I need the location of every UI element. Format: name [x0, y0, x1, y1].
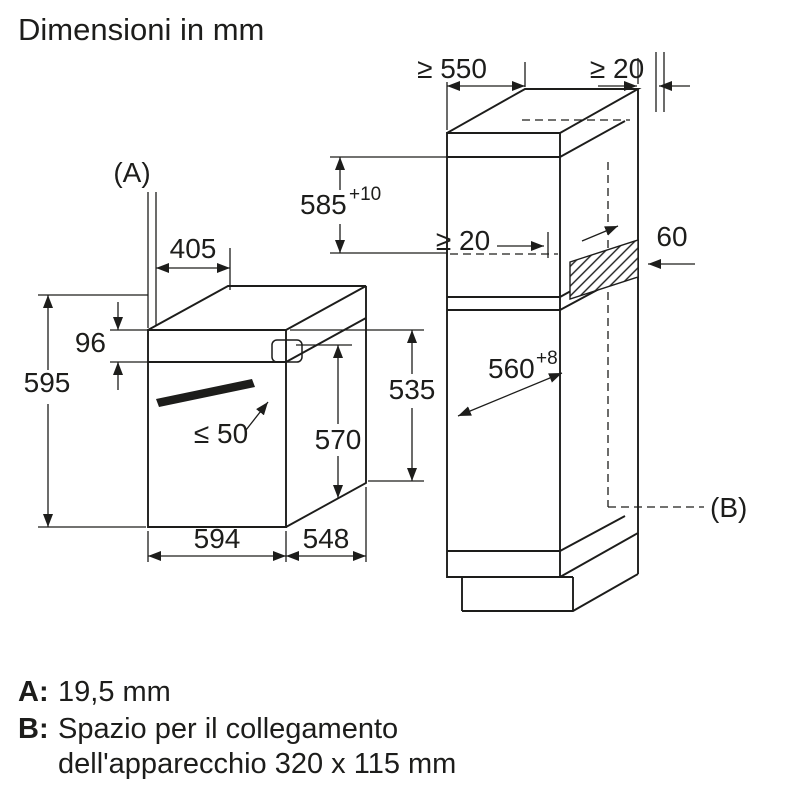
legend: A: 19,5 mm B: Spazio per il collegamento…	[18, 676, 456, 780]
page-title: Dimensioni in mm	[18, 12, 264, 47]
legend-a-value: 19,5 mm	[58, 676, 171, 708]
dim-panel-height: 96	[75, 327, 106, 358]
dim-cabinet-depth-min: ≥ 550	[417, 53, 487, 84]
dim-niche-height: 585	[300, 189, 347, 220]
dim-vent-gap: ≥ 20	[436, 225, 490, 256]
dim-label-b: (B)	[710, 492, 747, 523]
dim-side-height: 535	[389, 374, 436, 405]
dim-door-max: ≤ 50	[194, 418, 248, 449]
dim-top-depth: 405	[170, 233, 217, 264]
cabinet-drawing	[446, 52, 704, 612]
oven-drawing	[147, 192, 367, 528]
dim-wall-gap: ≥ 20	[590, 53, 644, 84]
legend-a-key: A:	[18, 676, 49, 708]
dim-body-height: 570	[315, 424, 362, 455]
cabinet-dimensions: ≥ 550 ≥ 20 585 +10 ≥ 20 60 560 +8 (B)	[300, 53, 747, 523]
oven-door-handle	[156, 379, 255, 407]
legend-b-line2: dell'apparecchio 320 x 115 mm	[58, 748, 456, 780]
oven-dimensions: (A) 405 96 595 ≤ 50 570 535	[24, 157, 436, 562]
dim-niche-height-tolerance: +10	[349, 184, 381, 205]
legend-b-line1: Spazio per il collegamento	[58, 713, 398, 745]
dim-niche-width-tolerance: +8	[536, 348, 558, 369]
legend-b-key: B:	[18, 713, 49, 745]
vent-strip-hatched	[569, 239, 639, 300]
dim-niche-width: 560	[488, 353, 535, 384]
dim-oven-width: 594	[194, 523, 241, 554]
dim-vent-depth: 60	[656, 221, 687, 252]
dim-oven-height: 595	[24, 367, 71, 398]
oven-display-panel	[271, 339, 303, 363]
dim-oven-depth: 548	[303, 523, 350, 554]
dim-label-a: (A)	[113, 157, 150, 188]
